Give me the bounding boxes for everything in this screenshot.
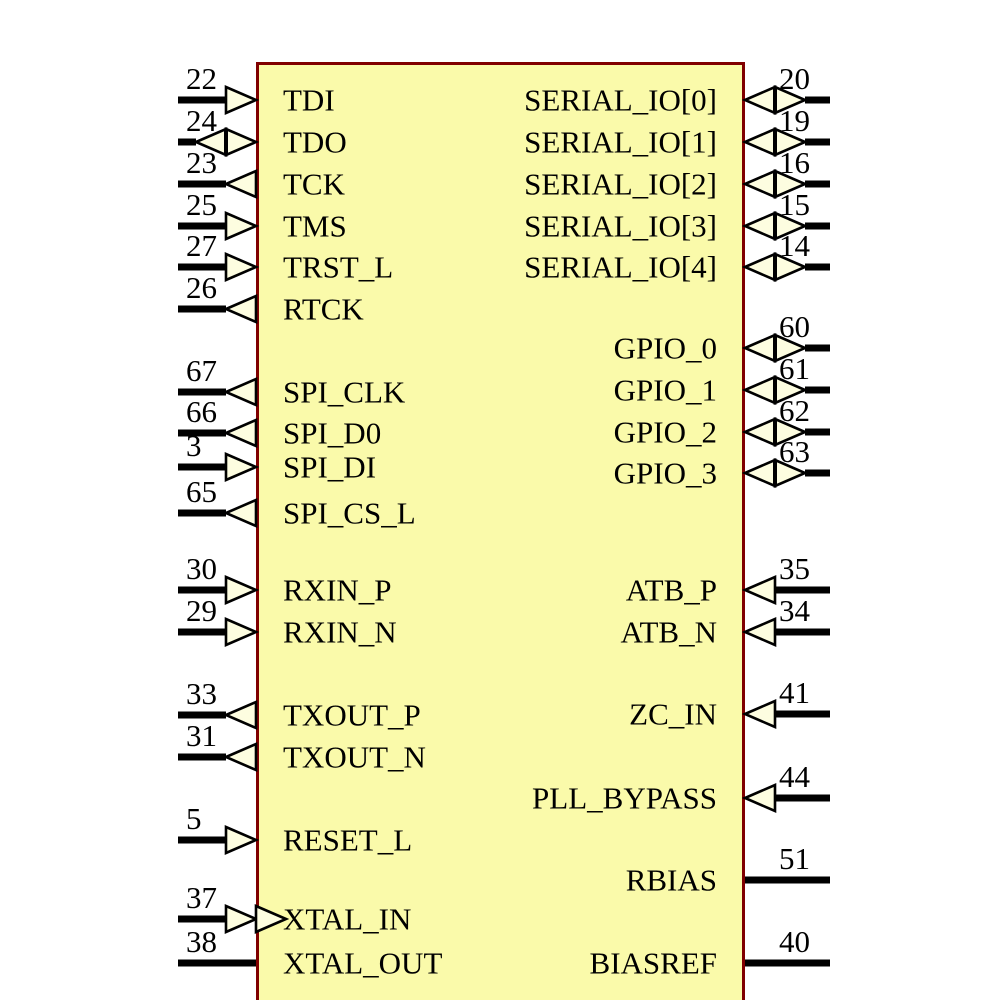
pin-number-37: 37 [186,880,217,915]
pin-number-31: 31 [186,718,217,753]
pin-label-biasref: BIASREF [589,945,717,981]
pin-label-atb_p: ATB_P [625,572,717,608]
pin-number-65: 65 [186,474,217,509]
bidir-arrow-in-icon [741,85,777,115]
pin-label-spi_clk: SPI_CLK [283,374,406,410]
pin-number-16: 16 [779,145,810,180]
pin-number-27: 27 [186,228,217,263]
pin-label-gpio_3: GPIO_3 [613,455,717,491]
pin-label-reset_l: RESET_L [283,822,413,858]
chip-body-rectangle [256,62,745,1000]
pin-label-gpio_1: GPIO_1 [613,372,717,408]
pin-number-20: 20 [779,61,810,96]
pin-label-xtal_in: XTAL_IN [283,901,412,937]
output-arrow-icon [222,700,258,730]
pin-label-txout_p: TXOUT_P [283,697,421,733]
pin-number-51: 51 [779,841,810,876]
pin-number-38: 38 [186,924,217,959]
input-arrow-icon [224,452,260,482]
bidir-arrow-in-icon [741,169,777,199]
pin-number-67: 67 [186,353,217,388]
pin-label-serial_io4: SERIAL_IO[4] [524,249,717,285]
input-arrow-icon [224,825,260,855]
input-arrow-icon [224,252,260,282]
pin-label-serial_io1: SERIAL_IO[1] [524,124,717,160]
pin-label-tck: TCK [283,166,345,202]
pin-number-3: 3 [186,428,202,463]
pin-number-40: 40 [779,924,810,959]
pin-label-spi_d0: SPI_D0 [283,415,382,451]
pin-number-22: 22 [186,61,217,96]
input-arrow-icon [224,617,260,647]
input-arrow-icon [224,575,260,605]
bidir-arrow-in-icon [741,127,777,157]
pin-number-30: 30 [186,551,217,586]
pin-label-spi_cs_l: SPI_CS_L [283,495,416,531]
bidir-arrow-in-icon [741,211,777,241]
input-arrow-icon [224,211,260,241]
pin-number-23: 23 [186,145,217,180]
pin-label-tms: TMS [283,208,347,244]
pin-label-atb_n: ATB_N [620,614,717,650]
pin-number-5: 5 [186,801,202,836]
pin-number-14: 14 [779,228,810,263]
pin-label-rtck: RTCK [283,291,364,327]
pin-number-44: 44 [779,759,810,794]
input-arrow-icon [741,783,777,813]
pin-label-gpio_0: GPIO_0 [613,330,717,366]
bidir-arrow-in-icon [224,127,260,157]
pin-number-26: 26 [186,270,217,305]
bidir-arrow-in-icon [741,333,777,363]
bidir-arrow-in-icon [741,417,777,447]
output-arrow-icon [222,294,258,324]
pin-number-41: 41 [779,675,810,710]
output-arrow-icon [222,742,258,772]
pin-number-60: 60 [779,309,810,344]
input-arrow-icon [741,617,777,647]
output-arrow-icon [222,169,258,199]
pin-number-62: 62 [779,393,810,428]
pin-label-rxin_n: RXIN_N [283,614,397,650]
output-arrow-icon [222,498,258,528]
pin-label-xtal_out: XTAL_OUT [283,945,443,981]
output-arrow-icon [222,377,258,407]
pin-label-pll_bypass: PLL_BYPASS [532,780,717,816]
pin-number-19: 19 [779,103,810,138]
input-arrow-icon [224,85,260,115]
pin-label-zc_in: ZC_IN [629,696,717,732]
pin-label-tdi: TDI [283,82,335,118]
pin-label-tdo: TDO [283,124,347,160]
pin-number-25: 25 [186,187,217,222]
pin-label-serial_io3: SERIAL_IO[3] [524,208,717,244]
pin-number-15: 15 [779,187,810,222]
pin-number-66: 66 [186,394,217,429]
input-arrow-icon [741,699,777,729]
pin-number-61: 61 [779,351,810,386]
pin-number-63: 63 [779,434,810,469]
input-arrow-icon [741,575,777,605]
pin-label-spi_di: SPI_DI [283,449,377,485]
pin-label-serial_io2: SERIAL_IO[2] [524,166,717,202]
pin-label-rbias: RBIAS [625,862,717,898]
pin-number-34: 34 [779,593,810,628]
pin-number-33: 33 [186,676,217,711]
input-arrow-icon [224,904,260,934]
pin-number-35: 35 [779,551,810,586]
bidir-arrow-in-icon [741,252,777,282]
pin-number-29: 29 [186,593,217,628]
pin-label-rxin_p: RXIN_P [283,572,392,608]
bidir-arrow-in-icon [741,375,777,405]
bidir-arrow-in-icon [741,458,777,488]
pin-label-gpio_2: GPIO_2 [613,414,717,450]
output-arrow-icon [222,418,258,448]
pin-number-24: 24 [186,103,217,138]
pin-label-trst_l: TRST_L [283,249,394,285]
pin-label-txout_n: TXOUT_N [283,739,426,775]
pin-label-serial_io0: SERIAL_IO[0] [524,82,717,118]
